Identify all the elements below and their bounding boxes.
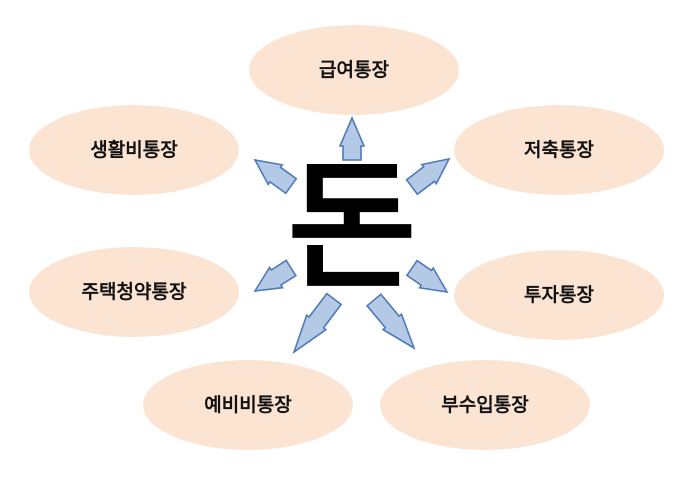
node-reserve-shape [143, 360, 353, 450]
arrow-to-investment [405, 259, 449, 294]
node-salary-label: 급여통장 [319, 59, 389, 81]
node-reserve: 예비비통장 [143, 360, 353, 450]
center-label: 돈 [288, 147, 417, 310]
arrow-to-housing-subscription [253, 259, 297, 292]
node-reserve-label: 예비비통장 [204, 394, 292, 416]
node-savings: 저축통장 [454, 105, 664, 195]
arrow-to-living-expense [253, 158, 298, 195]
arrow-to-savings [405, 157, 451, 196]
node-housing-subscription-shape [29, 247, 239, 337]
node-investment: 투자통장 [454, 250, 664, 340]
node-investment-label: 투자통장 [524, 284, 594, 306]
node-housing-subscription-label: 주택청약통장 [82, 281, 187, 303]
arrow-to-salary [338, 115, 366, 161]
node-savings-label: 저축통장 [524, 139, 594, 161]
node-side-income: 부수입통장 [380, 360, 590, 450]
arrow-to-reserve [292, 292, 343, 355]
node-savings-shape [454, 105, 664, 195]
node-living-expense-label: 생활비통장 [90, 139, 178, 161]
node-side-income-shape [380, 360, 590, 450]
node-investment-shape [454, 250, 664, 340]
arrow-to-side-income [365, 293, 416, 350]
node-housing-subscription: 주택청약통장 [29, 247, 239, 337]
node-living-expense: 생활비통장 [29, 105, 239, 195]
node-side-income-label: 부수입통장 [441, 394, 529, 416]
node-living-expense-shape [29, 105, 239, 195]
node-salary: 급여통장 [249, 25, 459, 115]
node-salary-shape [249, 25, 459, 115]
